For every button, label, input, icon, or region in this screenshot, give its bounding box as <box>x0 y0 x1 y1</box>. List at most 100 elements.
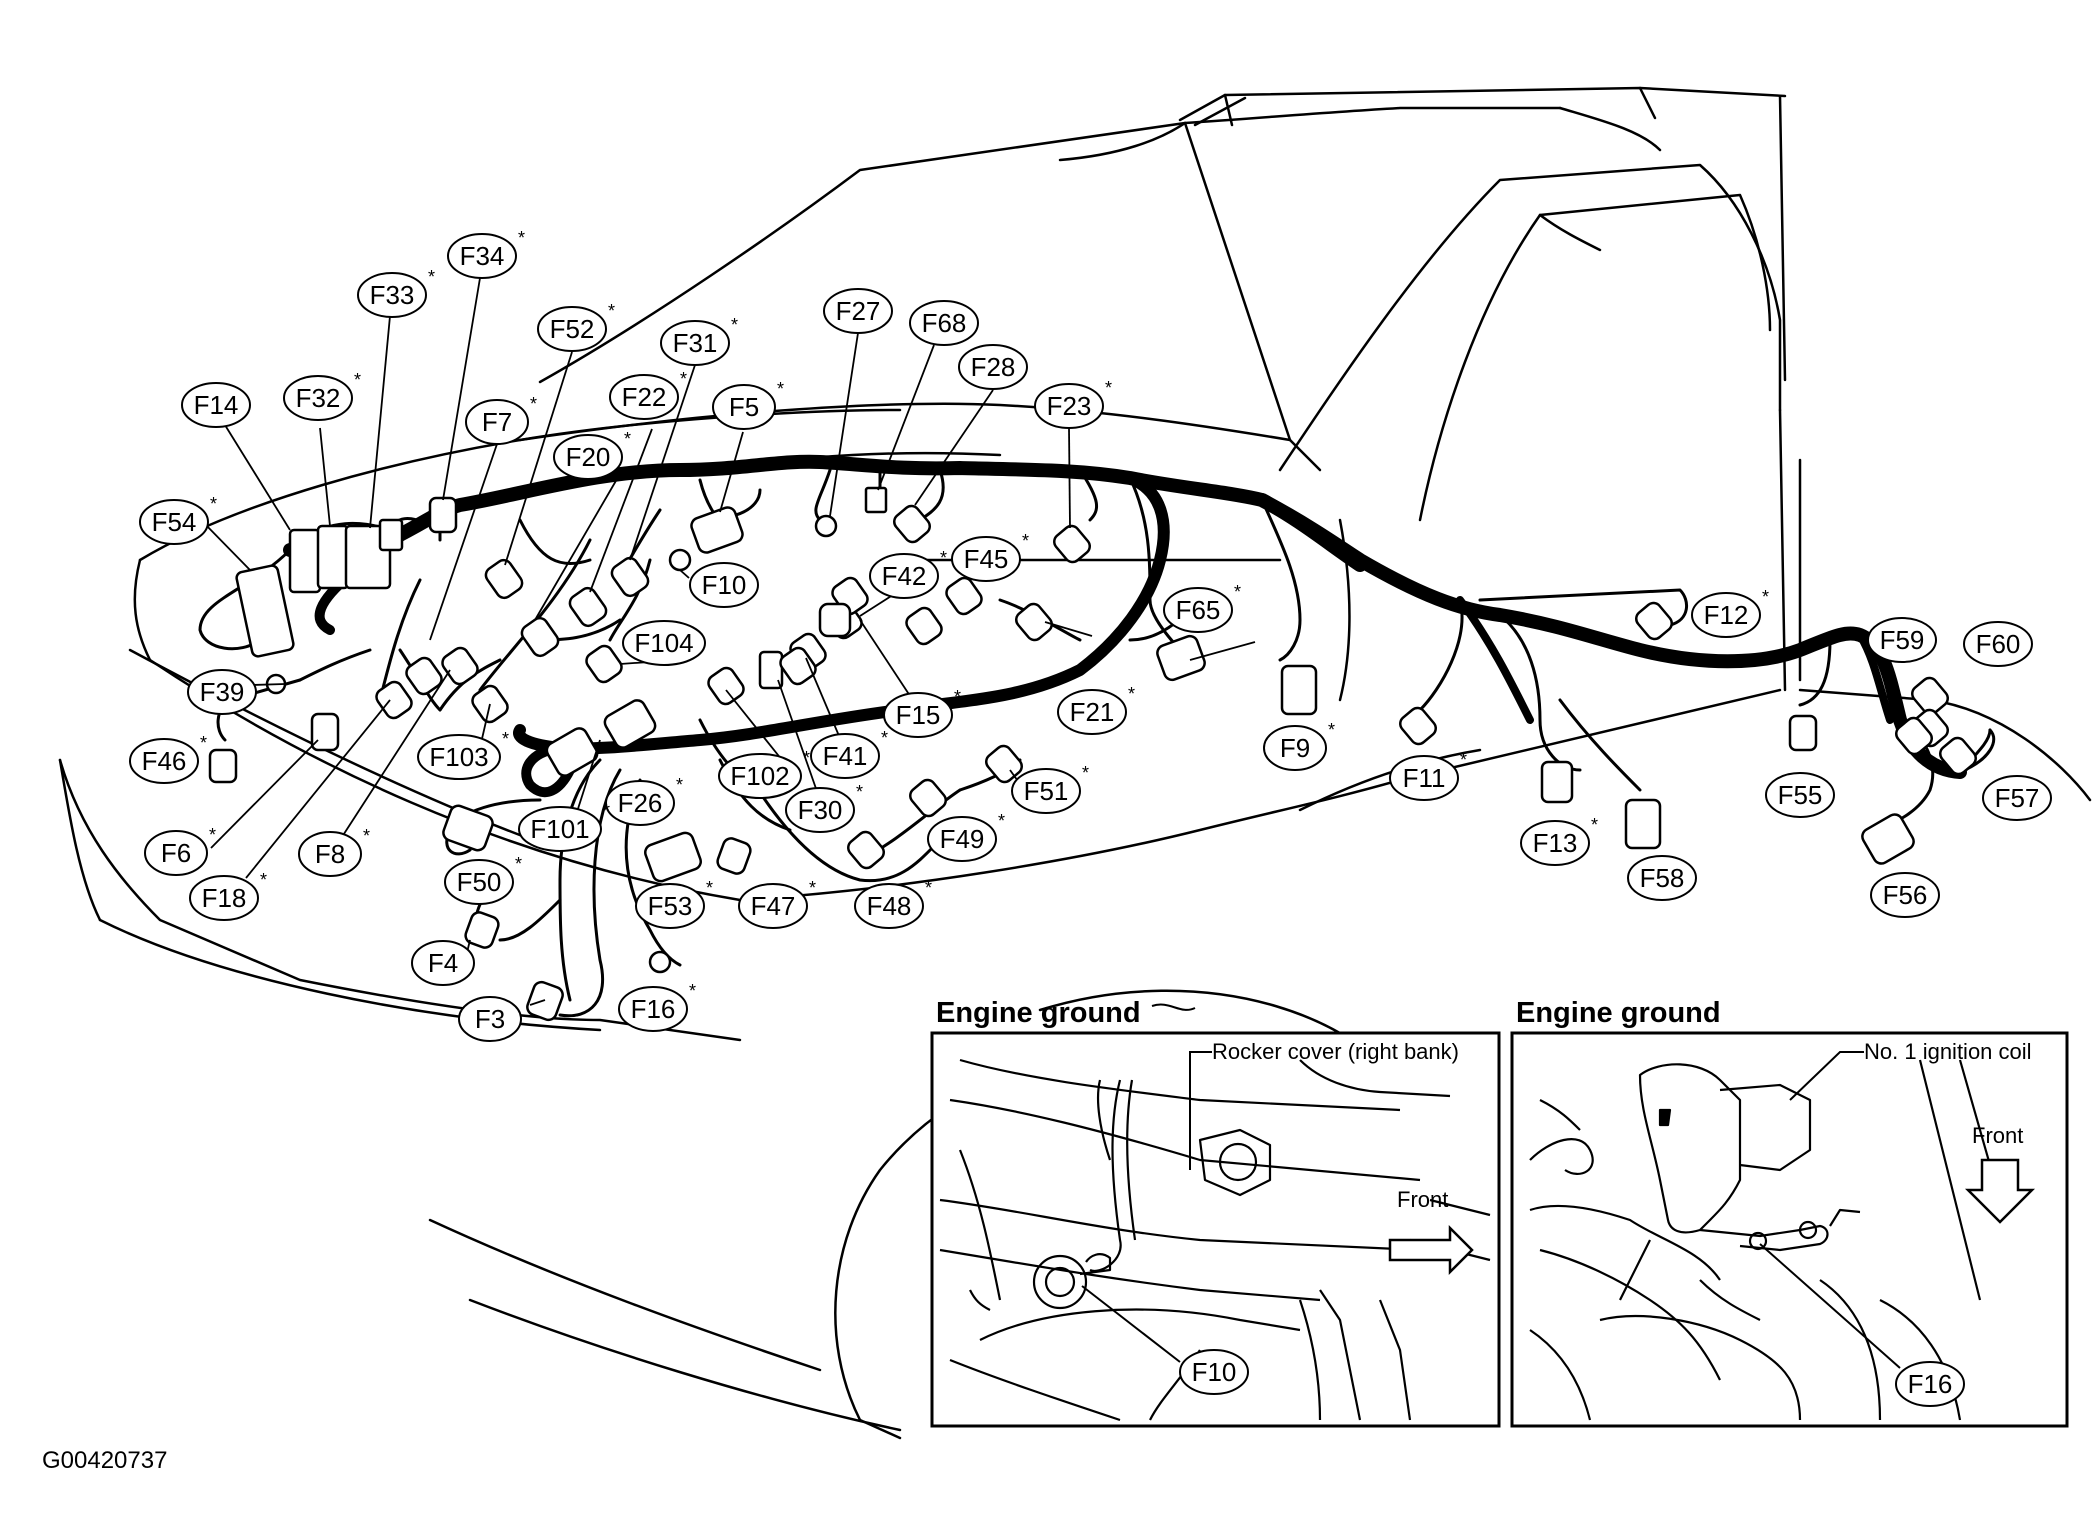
connector-badge-outline <box>1867 617 1937 663</box>
connector-badge-outline <box>417 734 501 780</box>
connector-label: F16 <box>631 994 676 1024</box>
connector-badge-outline <box>1765 772 1835 818</box>
connector-badge-outline <box>1691 592 1761 638</box>
connector-badge-outline <box>712 384 776 430</box>
asterisk-marker: * <box>515 854 522 874</box>
connector-badge-f27: F27 <box>823 288 893 334</box>
inset-1-connector-label: F10 <box>1192 1357 1237 1387</box>
asterisk-marker: * <box>925 878 932 898</box>
connector-badge-outline <box>553 434 623 480</box>
asterisk-marker: * <box>809 878 816 898</box>
connector-label: F103 <box>429 742 488 772</box>
connector-label: F60 <box>1976 629 2021 659</box>
asterisk-marker: * <box>676 775 683 795</box>
asterisk-marker: * <box>680 369 687 389</box>
asterisk-marker: * <box>706 878 713 898</box>
connector-badge-outline <box>1057 689 1127 735</box>
connector-badge-outline <box>854 883 924 929</box>
connector-badge-outline <box>635 883 705 929</box>
connector-badge-f104: F104 <box>622 620 706 666</box>
asterisk-marker: * <box>624 429 631 449</box>
connector-label: F46 <box>142 746 187 776</box>
inset-2-front-label: Front <box>1972 1123 2023 1148</box>
connector-label: F3 <box>475 1004 505 1034</box>
connector-badge-outline <box>1870 872 1940 918</box>
connector-badge-outline <box>181 382 251 428</box>
connector-label: F53 <box>648 891 693 921</box>
asterisk-marker: * <box>998 811 1005 831</box>
asterisk-marker: * <box>689 981 696 1001</box>
asterisk-marker: * <box>856 782 863 802</box>
connector-label: F32 <box>296 383 341 413</box>
connector-label: F49 <box>940 824 985 854</box>
connector-badge-outline <box>958 344 1028 390</box>
connector-label: F12 <box>1704 600 1749 630</box>
connector-label: F41 <box>823 741 868 771</box>
connector-badge-f31: F31* <box>660 315 738 366</box>
inset-2-title: Engine ground <box>1516 997 1721 1029</box>
connector-badge-f45: F45* <box>951 531 1029 582</box>
connector-badge-f18: F18* <box>189 870 267 921</box>
connector-badge-f26: F26 * <box>605 775 683 826</box>
connector-label: F58 <box>1640 863 1685 893</box>
asterisk-marker: * <box>363 826 370 846</box>
asterisk-marker: * <box>940 548 947 568</box>
connector-badge-outline <box>1963 621 2033 667</box>
connector-badge-f60: F60 <box>1963 621 2033 667</box>
connector-badge-f23: F23* <box>1034 378 1112 429</box>
inset-1-connector-badge: F10 <box>1179 1349 1249 1395</box>
connector-badge-outline <box>605 780 675 826</box>
front-arrow-right-icon <box>1388 1224 1474 1276</box>
connector-badge-f101: F101* <box>518 801 610 852</box>
connector-label: F50 <box>457 867 502 897</box>
connector-badge-f13: F13* <box>1520 815 1598 866</box>
connector-label: F39 <box>200 677 245 707</box>
connector-badge-outline <box>139 499 209 545</box>
connector-label: F6 <box>161 838 191 868</box>
connector-badge-outline <box>187 669 257 715</box>
connector-label: F28 <box>971 352 1016 382</box>
connector-badge-outline <box>622 620 706 666</box>
connector-badge-outline <box>447 233 517 279</box>
connector-badge-outline <box>609 374 679 420</box>
connector-badge-outline <box>1011 768 1081 814</box>
connector-label: F48 <box>867 891 912 921</box>
connector-label: F30 <box>798 795 843 825</box>
connector-badge-f47: F47 * <box>738 878 816 929</box>
inset-2-note: No. 1 ignition coil <box>1864 1039 2032 1064</box>
connector-badge-outline <box>144 830 208 876</box>
connector-badge-f58: F58 <box>1627 855 1697 901</box>
connector-label: F33 <box>370 280 415 310</box>
asterisk-marker: * <box>530 394 537 414</box>
asterisk-marker: * <box>354 370 361 390</box>
connector-badge-outline <box>1163 587 1233 633</box>
connector-badge-outline <box>785 787 855 833</box>
connector-label: F68 <box>922 308 967 338</box>
asterisk-marker: * <box>428 267 435 287</box>
inset-1-front-label: Front <box>1397 1187 1448 1212</box>
asterisk-marker: * <box>777 379 784 399</box>
connector-badge-f68: F68 <box>909 300 979 346</box>
connector-badge-outline <box>927 816 997 862</box>
asterisk-marker: * <box>260 870 267 890</box>
connector-label: F9 <box>1280 733 1310 763</box>
connector-badge-outline <box>869 553 939 599</box>
connector-label: F21 <box>1070 697 1115 727</box>
connector-badge-f51: F51* <box>1011 763 1089 814</box>
asterisk-marker: * <box>200 733 207 753</box>
asterisk-marker: * <box>1234 582 1241 602</box>
connector-label: F26 <box>618 788 663 818</box>
connector-badge-f50: F50 * <box>444 854 522 905</box>
connector-label: F47 <box>751 891 796 921</box>
connector-badge-f9: F9* <box>1263 720 1335 771</box>
connector-badge-outline <box>411 940 475 986</box>
connector-badge-outline <box>465 399 529 445</box>
connector-label: F104 <box>634 628 693 658</box>
leader-lines <box>202 277 1256 1006</box>
connector-label: F51 <box>1024 776 1069 806</box>
connector-label: F20 <box>566 442 611 472</box>
asterisk-marker: * <box>1022 531 1029 551</box>
connector-badge-f39: F39 <box>187 669 257 715</box>
connector-label: F34 <box>460 241 505 271</box>
inset-engine-ground-right-bank: Engine ground R <box>930 997 1501 1428</box>
